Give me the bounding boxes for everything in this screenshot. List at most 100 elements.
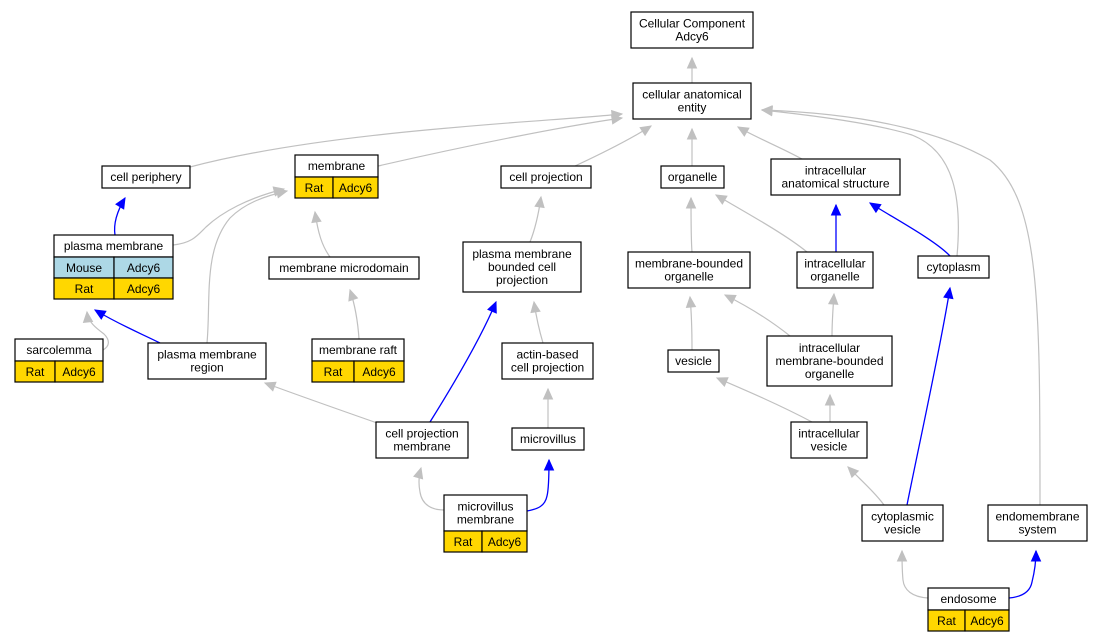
edge-vesicle-to-mbo [685, 295, 697, 351]
edge-line [94, 309, 161, 344]
node-vesicle[interactable]: vesicle [667, 349, 720, 373]
edge-arrowhead [685, 295, 697, 308]
edge-imbo-to-io [827, 292, 839, 337]
node-box [101, 165, 191, 189]
species-label: Rat [305, 181, 324, 195]
node-cellper[interactable]: cell periphery [101, 165, 191, 189]
edge-arrowhead [610, 114, 624, 125]
edge-arrowhead [943, 286, 954, 300]
node-label: vesicle [884, 523, 921, 537]
node-label: organelle [664, 270, 714, 284]
node-cellproj[interactable]: cell projection [500, 165, 592, 189]
species-label: Rat [26, 365, 45, 379]
edge-endosome-to-cv [896, 549, 929, 599]
node-label: microvillus [457, 500, 513, 514]
edge-arrowhead [275, 188, 289, 199]
node-label: actin-based [516, 348, 578, 362]
node-label: intracellular [804, 257, 865, 271]
edge-cv-to-cytoplasm [906, 286, 954, 506]
node-box [861, 504, 944, 542]
edge-pm-to-cellper [113, 196, 126, 236]
edge-imbo-to-mbo [723, 294, 791, 337]
node-label: plasma membrane [472, 247, 572, 261]
node-label: membrane [393, 440, 451, 454]
gene-cell [54, 360, 104, 383]
edge-arrowhead [93, 309, 107, 320]
edge-line [761, 109, 1041, 506]
edge-io-to-organelle [714, 194, 808, 253]
node-box [443, 494, 528, 532]
species-label: Rat [454, 535, 473, 549]
edge-sarco-to-pm [82, 310, 109, 351]
node-cytoplasm[interactable]: cytoplasm [917, 255, 990, 279]
edge-arrowhead [543, 458, 555, 471]
node-label: membrane-bounded [775, 354, 883, 368]
node-microvillus[interactable]: microvillus [511, 427, 585, 451]
edge-organelle-to-cae [686, 127, 698, 166]
node-label: intracellular [799, 341, 860, 355]
node-memmicro[interactable]: membrane microdomain [268, 256, 420, 280]
node-label: membrane-bounded [635, 257, 743, 271]
node-box [500, 165, 592, 189]
node-box [632, 82, 752, 120]
node-label: projection [496, 273, 548, 287]
edge-line [429, 301, 497, 423]
edge-line [526, 459, 550, 512]
edge-arrowhead [413, 466, 424, 480]
edge-cae-to-root [686, 56, 698, 83]
edge-pmbcp-to-cellproj [529, 195, 545, 243]
edge-raft-to-memmicro [348, 288, 360, 340]
edge-line [737, 126, 803, 160]
edge-pmr-to-pm [93, 309, 161, 344]
node-box [660, 165, 725, 189]
node-organelle[interactable]: organelle [660, 165, 725, 189]
species-label: Rat [937, 614, 956, 628]
node-label: cell projection [511, 361, 584, 375]
gene-label: Adcy6 [970, 614, 1004, 628]
node-label: organelle [810, 270, 860, 284]
edge-mvm-to-cpm [413, 466, 445, 511]
node-label: vesicle [675, 354, 712, 368]
edge-line [715, 194, 808, 253]
node-box [268, 256, 420, 280]
edge-arrowhead [542, 387, 554, 400]
node-label: plasma membrane [64, 239, 164, 253]
node-label: sarcolemma [26, 343, 92, 357]
node-label: system [1018, 523, 1056, 537]
edge-cytoplasm-to-ias [868, 202, 951, 257]
edge-arrowhead [530, 300, 541, 314]
edge-line [264, 382, 381, 425]
gene-label: Adcy6 [127, 261, 161, 275]
edge-arrowhead [311, 210, 322, 224]
node-label: cell periphery [110, 170, 181, 184]
gene-label: Adcy6 [362, 365, 396, 379]
node-box [511, 427, 585, 451]
node-label: anatomical structure [781, 177, 889, 191]
edge-memmicro-to-membrane [311, 210, 331, 258]
edge-mvm-to-microvillus [526, 458, 555, 512]
node-box [375, 421, 469, 459]
